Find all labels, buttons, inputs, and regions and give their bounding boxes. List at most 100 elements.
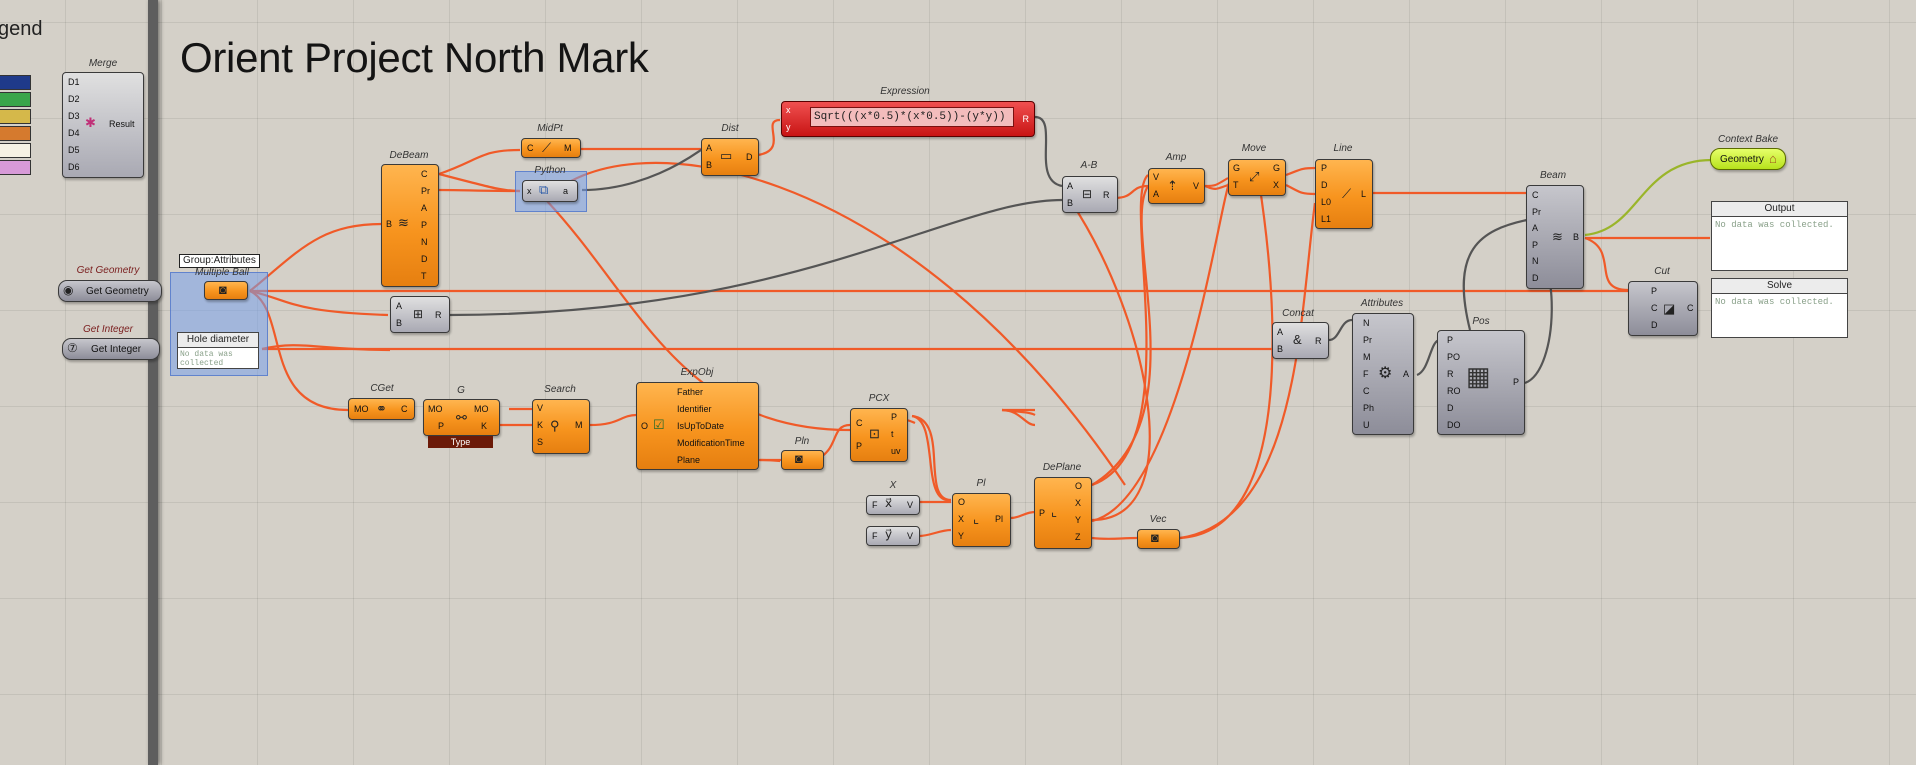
expobj-output[interactable]: Identifier bbox=[677, 404, 712, 414]
addition-input[interactable]: A bbox=[396, 301, 403, 311]
unit-y-input[interactable]: F bbox=[872, 531, 878, 541]
attributes-input[interactable]: M bbox=[1363, 352, 1371, 362]
debeam-input-b[interactable]: B bbox=[386, 219, 393, 229]
beam-input[interactable]: P bbox=[1532, 240, 1539, 250]
attributes-input[interactable]: N bbox=[1363, 318, 1370, 328]
pcx-input[interactable]: P bbox=[856, 441, 863, 451]
attributes-input[interactable]: Pr bbox=[1363, 335, 1372, 345]
unit-x-output[interactable]: V bbox=[907, 500, 914, 510]
move-component[interactable]: G T ⤢ G X bbox=[1228, 159, 1286, 196]
deplane-output[interactable]: Y bbox=[1075, 515, 1082, 525]
beam-input[interactable]: N bbox=[1532, 256, 1539, 266]
amp-output[interactable]: V bbox=[1193, 181, 1200, 191]
line-output[interactable]: L bbox=[1361, 189, 1367, 199]
debeam-output[interactable]: P bbox=[421, 220, 428, 230]
deplane-input[interactable]: P bbox=[1039, 508, 1046, 518]
expobj-output[interactable]: IsUpToDate bbox=[677, 421, 725, 431]
search-input[interactable]: S bbox=[537, 437, 544, 447]
context-bake-param[interactable]: Geometry ⌂ bbox=[1710, 148, 1786, 170]
pcx-output[interactable]: t bbox=[891, 429, 894, 439]
multiple-ball-param[interactable]: ◙ bbox=[204, 281, 248, 300]
expression-output[interactable]: R bbox=[1022, 114, 1030, 124]
addition-component[interactable]: A B ⊞ R bbox=[390, 296, 450, 333]
g-input[interactable]: MO bbox=[428, 404, 443, 414]
addition-output[interactable]: R bbox=[435, 310, 442, 320]
g-type-bar[interactable]: Type bbox=[428, 436, 493, 448]
beam-input[interactable]: A bbox=[1532, 223, 1539, 233]
amb-output[interactable]: R bbox=[1103, 190, 1110, 200]
hole-diameter-panel[interactable]: Hole diameter No data was collected bbox=[177, 332, 259, 369]
amp-component[interactable]: V A ⇡ V bbox=[1148, 168, 1205, 204]
beam-input[interactable]: D bbox=[1532, 273, 1539, 283]
output-panel[interactable]: Output No data was collected. bbox=[1711, 201, 1848, 271]
pcx-component[interactable]: C P ⊡ P t uv bbox=[850, 408, 908, 462]
expobj-input[interactable]: O bbox=[641, 421, 649, 431]
attributes-component[interactable]: N Pr M F C Ph U ⚙ A bbox=[1352, 313, 1414, 435]
beam-component[interactable]: C Pr A P N D ≋ B bbox=[1526, 185, 1584, 289]
cut-input[interactable]: P bbox=[1651, 286, 1658, 296]
g-output[interactable]: MO bbox=[474, 404, 489, 414]
pos-input[interactable]: RO bbox=[1447, 386, 1461, 396]
move-output[interactable]: G bbox=[1273, 163, 1281, 173]
expression-input[interactable]: x bbox=[786, 105, 791, 115]
beam-input[interactable]: Pr bbox=[1532, 207, 1541, 217]
solve-panel[interactable]: Solve No data was collected. bbox=[1711, 278, 1848, 338]
debeam-output[interactable]: N bbox=[421, 237, 428, 247]
cut-component[interactable]: P C D ◪ C bbox=[1628, 281, 1698, 336]
amb-input[interactable]: B bbox=[1067, 198, 1074, 208]
search-input[interactable]: K bbox=[537, 420, 544, 430]
move-input[interactable]: T bbox=[1233, 180, 1239, 190]
line-input[interactable]: D bbox=[1321, 180, 1328, 190]
dist-output[interactable]: D bbox=[746, 152, 753, 162]
deplane-component[interactable]: P ⌞ O X Y Z bbox=[1034, 477, 1092, 549]
attributes-input[interactable]: C bbox=[1363, 386, 1370, 396]
cget-input[interactable]: MO bbox=[354, 404, 369, 414]
get-geometry-param[interactable]: ◉ Get Geometry bbox=[58, 280, 162, 302]
pln-param[interactable]: ◙ bbox=[781, 450, 824, 470]
attributes-input[interactable]: U bbox=[1363, 420, 1370, 430]
line-input[interactable]: L1 bbox=[1321, 214, 1332, 224]
debeam-output[interactable]: T bbox=[421, 271, 427, 281]
pl-component[interactable]: O X Y ⌞ Pl bbox=[952, 493, 1011, 547]
cget-component[interactable]: MO ⚭ C bbox=[348, 398, 415, 420]
merge-input[interactable]: D4 bbox=[68, 128, 80, 138]
move-output[interactable]: X bbox=[1273, 180, 1280, 190]
pl-output[interactable]: Pl bbox=[995, 514, 1004, 524]
concat-component[interactable]: A B & R bbox=[1272, 322, 1329, 359]
concat-input[interactable]: A bbox=[1277, 327, 1284, 337]
g-output[interactable]: K bbox=[481, 421, 488, 431]
dist-input[interactable]: B bbox=[706, 160, 713, 170]
deplane-output[interactable]: Z bbox=[1075, 532, 1081, 542]
line-input[interactable]: P bbox=[1321, 163, 1328, 173]
expobj-output[interactable]: Plane bbox=[677, 455, 701, 465]
g-component[interactable]: MO P ⚯ MO K bbox=[423, 399, 500, 436]
merge-input[interactable]: D3 bbox=[68, 111, 80, 121]
pos-component[interactable]: P PO R RO D DO ▦ P bbox=[1437, 330, 1525, 435]
merge-input[interactable]: D2 bbox=[68, 94, 80, 104]
g-input[interactable]: P bbox=[438, 421, 445, 431]
pcx-output[interactable]: P bbox=[891, 412, 898, 422]
dist-input[interactable]: A bbox=[706, 143, 713, 153]
pos-input[interactable]: PO bbox=[1447, 352, 1461, 362]
pcx-input[interactable]: C bbox=[856, 418, 863, 428]
beam-output[interactable]: B bbox=[1573, 232, 1580, 242]
unit-y-output[interactable]: V bbox=[907, 531, 914, 541]
amp-input[interactable]: A bbox=[1153, 189, 1160, 199]
dist-component[interactable]: A B ▭ D bbox=[701, 138, 759, 176]
pl-input[interactable]: Y bbox=[958, 531, 965, 541]
pos-input[interactable]: P bbox=[1447, 335, 1454, 345]
merge-input[interactable]: D6 bbox=[68, 162, 80, 172]
debeam-output[interactable]: D bbox=[421, 254, 428, 264]
cut-input[interactable]: C bbox=[1651, 303, 1658, 313]
deplane-output[interactable]: O bbox=[1075, 481, 1083, 491]
unit-x-input[interactable]: F bbox=[872, 500, 878, 510]
amb-input[interactable]: A bbox=[1067, 181, 1074, 191]
cut-output[interactable]: C bbox=[1687, 303, 1694, 313]
expression-input[interactable]: y bbox=[786, 122, 791, 132]
attributes-input[interactable]: F bbox=[1363, 369, 1369, 379]
concat-output[interactable]: R bbox=[1315, 336, 1322, 346]
pl-input[interactable]: O bbox=[958, 497, 966, 507]
python-input[interactable]: x bbox=[527, 186, 532, 196]
amb-component[interactable]: A B ⊟ R bbox=[1062, 176, 1118, 213]
unit-y-component[interactable]: F y⃗ V bbox=[866, 526, 920, 546]
